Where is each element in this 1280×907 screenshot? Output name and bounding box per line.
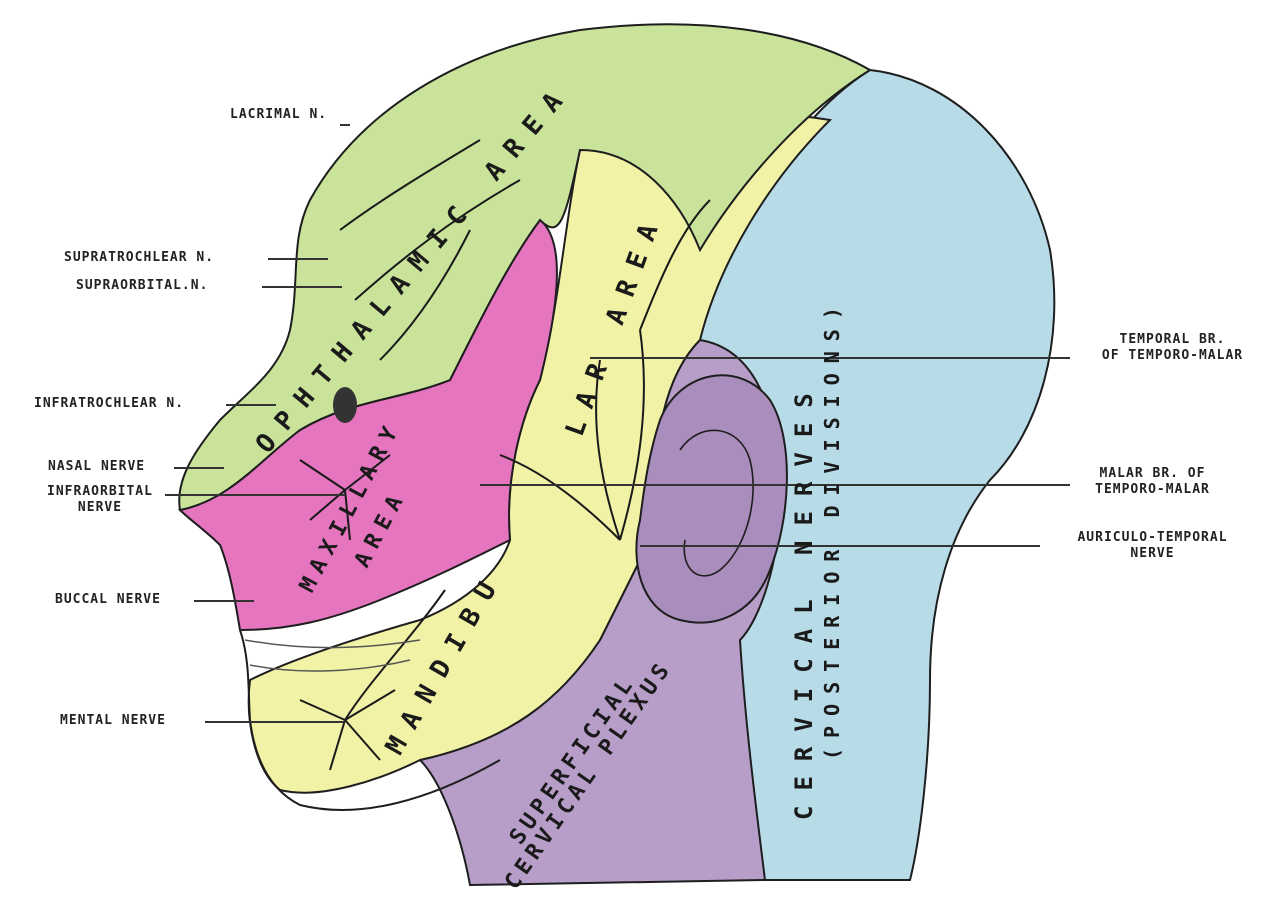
label-infraorbital-line1: INFRAORBITAL <box>47 484 153 499</box>
label-temporal-br-line1: TEMPORAL BR. <box>1119 332 1226 347</box>
mental-leader <box>205 721 345 723</box>
label-nasal: NASAL NERVE <box>48 459 146 474</box>
nasal-leader <box>174 467 224 469</box>
label-buccal: BUCCAL NERVE <box>55 592 161 607</box>
area-cervical-line2: (POSTERIOR DIVISIONS) <box>820 297 844 760</box>
label-auriculo-line2: NERVE <box>1130 546 1175 561</box>
supraorbital-leader <box>262 286 342 288</box>
label-temporal-br: TEMPORAL BR. OF TEMPORO-MALAR <box>1070 332 1275 364</box>
label-lacrimal: LACRIMAL N. <box>230 107 328 122</box>
temporal-br-leader <box>590 357 1070 359</box>
buccal-leader <box>194 600 254 602</box>
infratrochlear-leader <box>226 404 276 406</box>
label-supratrochlear: SUPRATROCHLEAR N. <box>64 250 215 265</box>
label-auriculo: AURICULO-TEMPORAL NERVE <box>1040 530 1265 562</box>
eye <box>333 387 357 423</box>
lacrimal-leader <box>340 124 350 126</box>
label-infratrochlear: INFRATROCHLEAR N. <box>34 396 185 411</box>
ophthalmic-region <box>178 23 872 512</box>
label-auriculo-line1: AURICULO-TEMPORAL <box>1077 530 1228 545</box>
infraorbital-leader <box>165 494 345 496</box>
nerve-branches <box>299 139 711 771</box>
label-malar-br-line1: MALAR BR. OF <box>1099 466 1206 481</box>
label-infraorbital: INFRAORBITAL NERVE <box>30 484 170 516</box>
area-cervical-line1: CERVICAL NERVES <box>790 378 818 820</box>
label-mental: MENTAL NERVE <box>60 713 166 728</box>
label-supraorbital: SUPRAORBITAL.N. <box>76 278 209 293</box>
teeth <box>244 639 421 672</box>
supratrochlear-leader <box>268 258 328 260</box>
label-infraorbital-line2: NERVE <box>77 500 123 515</box>
auriculo-leader <box>640 545 1040 547</box>
malar-br-leader <box>480 484 1070 486</box>
label-malar-br-line2: TEMPORO-MALAR <box>1095 482 1210 497</box>
ear-inner <box>679 429 754 577</box>
label-temporal-br-line2: OF TEMPORO-MALAR <box>1101 348 1244 363</box>
label-malar-br: MALAR BR. OF TEMPORO-MALAR <box>1060 466 1245 498</box>
chin-outline <box>239 629 501 811</box>
ear <box>635 374 788 624</box>
